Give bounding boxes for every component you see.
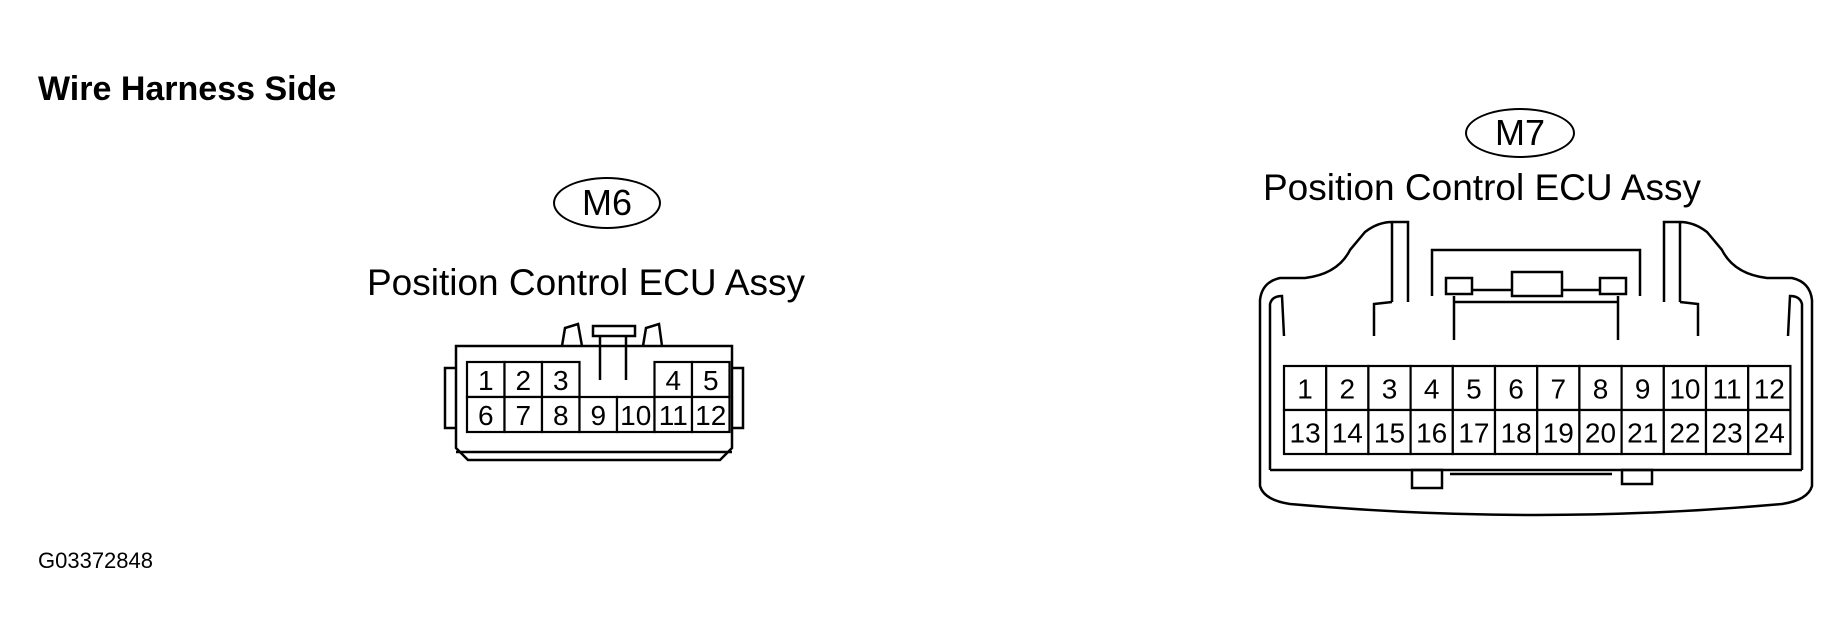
m7-pin-cavity: [1620, 364, 1665, 412]
m7-pin-cavity: [1747, 364, 1792, 412]
m7-pin-cavity: [1662, 364, 1708, 412]
connector-m7-code: M7: [1465, 108, 1575, 158]
m7-pin-cavity: [1620, 408, 1665, 456]
m7-pin-cavity: [1282, 408, 1328, 456]
m7-pin-label: 18: [1501, 418, 1532, 449]
m7-pin-label: 19: [1543, 418, 1574, 449]
m7-pin-label: 8: [1593, 374, 1609, 405]
connector-m7-name: Position Control ECU Assy: [1263, 167, 1702, 208]
m7-pin-label: 4: [1424, 374, 1440, 405]
m7-pin-cavity: [1578, 364, 1623, 412]
m6-left-tab: [443, 366, 456, 430]
m7-pin-label: 11: [1713, 374, 1742, 405]
m7-housing-bottom: [1258, 470, 1814, 517]
m7-pin-label: 17: [1458, 418, 1489, 449]
m6-latch-right: [641, 322, 664, 347]
m7-housing-right-shoulder: [1662, 220, 1814, 470]
m7-pin-label: 9: [1635, 374, 1651, 405]
m6-pin-label: 1: [478, 365, 494, 396]
m6-pin-label: 4: [665, 365, 681, 396]
m6-pin-cavity: [540, 360, 581, 399]
m6-housing: [454, 344, 734, 462]
m7-pin-cavity: [1747, 408, 1792, 456]
m6-latch-left: [560, 322, 584, 347]
m6-pin-label: 3: [553, 365, 569, 396]
m7-lock: [1430, 248, 1642, 296]
m7-pin-label: 15: [1374, 418, 1405, 449]
connector-m6-name: Position Control ECU Assy: [367, 262, 806, 303]
m7-pin-cavity: [1367, 408, 1412, 456]
m6-pin-cavity: [503, 360, 544, 399]
m6-right-tab: [732, 366, 745, 430]
m7-pin-label: 21: [1627, 418, 1658, 449]
m7-pin-label: 22: [1669, 418, 1700, 449]
m6-pin-cavity: [503, 395, 544, 434]
diagram-heading: Wire Harness Side: [38, 70, 337, 108]
m7-pin-label: 5: [1466, 374, 1482, 405]
m6-pin-label: 11: [659, 400, 688, 431]
figure-id: G03372848: [38, 548, 153, 573]
m7-pin-label: 6: [1508, 374, 1524, 405]
m7-pin-label: 2: [1340, 374, 1356, 405]
m7-pin-label: 10: [1669, 374, 1700, 405]
m6-pin-cavity: [465, 395, 506, 434]
m6-pin-label: 8: [553, 400, 569, 431]
m6-pin-label: 6: [478, 400, 494, 431]
m7-pin-cavity: [1704, 408, 1750, 456]
m6-pin-label: 10: [620, 400, 651, 431]
m7-pin-cavity: [1409, 408, 1454, 456]
m7-pin-label: 20: [1585, 418, 1616, 449]
m7-pin-cavity: [1493, 408, 1539, 456]
m6-pin-cavity: [690, 360, 731, 399]
m7-pin-label: 1: [1297, 374, 1313, 405]
m7-pin-label: 16: [1416, 418, 1447, 449]
m7-pin-label: 3: [1382, 374, 1398, 405]
m7-pin-label: 13: [1290, 418, 1321, 449]
m6-pin-cavity: [653, 395, 694, 434]
m7-pin-label: 24: [1754, 418, 1785, 449]
m7-pin-label: 12: [1754, 374, 1785, 405]
m6-pin-cavity: [540, 395, 581, 434]
m7-housing-left-shoulder: [1258, 220, 1410, 470]
m7-pin-label: 14: [1332, 418, 1363, 449]
m6-pin-label: 5: [703, 365, 719, 396]
m6-pin-label: 9: [590, 400, 606, 431]
m6-pin-label: 12: [695, 400, 726, 431]
m7-pin-label: 7: [1551, 374, 1567, 405]
m6-pin-label: 2: [515, 365, 531, 396]
connector-m6-code: M6: [553, 177, 661, 229]
m7-pin-label: 23: [1712, 418, 1743, 449]
m6-pin-cavity: [690, 395, 731, 434]
m6-latch-bar: [591, 324, 637, 338]
m6-pin-label: 7: [515, 400, 531, 431]
